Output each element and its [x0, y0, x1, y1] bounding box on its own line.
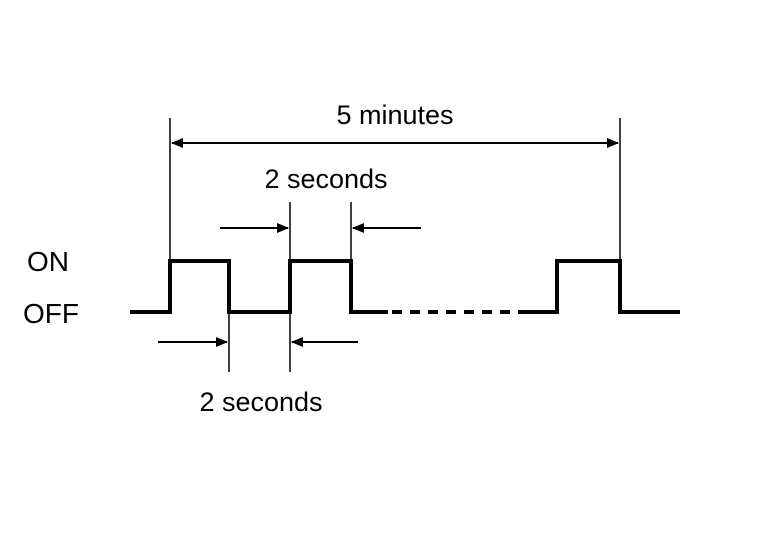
off-duration-label: 2 seconds: [199, 387, 322, 417]
on-duration-label: 2 seconds: [264, 164, 387, 194]
pulse-waveform-end: [522, 259, 680, 314]
period-label: 5 minutes: [336, 100, 453, 130]
off-state-label: OFF: [23, 298, 79, 329]
on-state-label: ON: [27, 246, 69, 277]
pulse-waveform-start: [130, 259, 388, 314]
